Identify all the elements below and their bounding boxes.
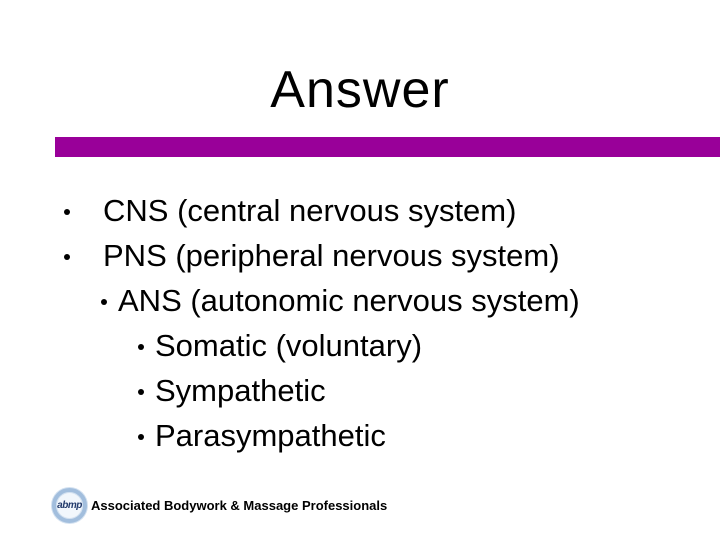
bullet-icon <box>138 344 144 350</box>
bullet-item-somatic: Somatic (voluntary) <box>0 323 720 368</box>
bullet-text: PNS (peripheral nervous system) <box>103 237 560 273</box>
bullet-text: Sympathetic <box>155 372 326 408</box>
bullet-icon <box>138 389 144 395</box>
bullet-item-cns: CNS (central nervous system) <box>0 188 720 233</box>
abmp-logo-text: abmp <box>57 500 82 511</box>
bullet-item-sympathetic: Sympathetic <box>0 368 720 413</box>
bullet-item-pns: PNS (peripheral nervous system) <box>0 233 720 278</box>
bullet-icon <box>64 209 70 215</box>
organization-name: Associated Bodywork & Massage Profession… <box>91 498 388 513</box>
bullet-item-parasympathetic: Parasympathetic <box>0 413 720 458</box>
bullet-item-ans: ANS (autonomic nervous system) <box>0 278 720 323</box>
page-title: Answer <box>270 61 450 119</box>
accent-divider-bar <box>55 137 720 157</box>
bullet-text: Parasympathetic <box>155 417 386 453</box>
abmp-logo-icon: abmp <box>52 488 87 523</box>
bullet-text: CNS (central nervous system) <box>103 192 517 228</box>
footer: abmp Associated Bodywork & Massage Profe… <box>52 488 387 523</box>
bullet-icon <box>101 299 107 305</box>
bullet-list: CNS (central nervous system) PNS (periph… <box>0 188 720 458</box>
bullet-text: Somatic (voluntary) <box>155 327 423 363</box>
bullet-text: ANS (autonomic nervous system) <box>118 282 580 318</box>
bullet-icon <box>138 434 144 440</box>
bullet-icon <box>64 254 70 260</box>
